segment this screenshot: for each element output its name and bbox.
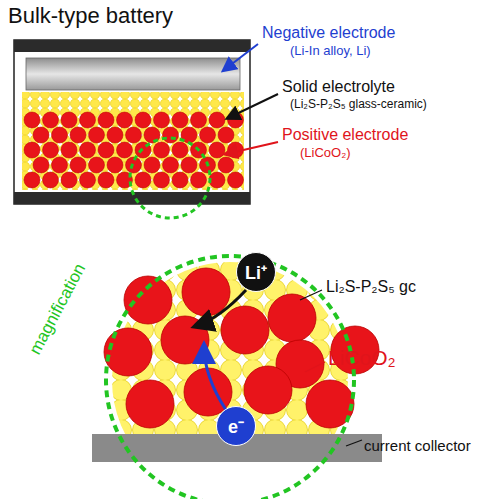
electron-circle: e⁻ [216, 406, 256, 446]
part-label: Positive electrode [282, 126, 408, 144]
node-text: Li⁺ [245, 260, 267, 284]
part-label: LiCoO₂ [328, 346, 396, 369]
part-note: (Li₂S-P₂S₅ glass-ceramic) [290, 98, 427, 111]
region-label: magnification [26, 261, 90, 358]
part-label: Negative electrode [262, 24, 395, 42]
ion-circle: Li⁺ [236, 252, 276, 292]
part-note: (LiCoO₂) [300, 146, 351, 160]
title: Bulk-type battery [8, 4, 173, 28]
part-label: current collector [364, 438, 471, 455]
part-note: (Li-In alloy, Li) [290, 44, 371, 58]
node-text: e⁻ [228, 414, 244, 438]
part-label: Solid electrolyte [282, 78, 395, 96]
part-label: Li₂S-P₂S₅ gc [326, 278, 416, 296]
